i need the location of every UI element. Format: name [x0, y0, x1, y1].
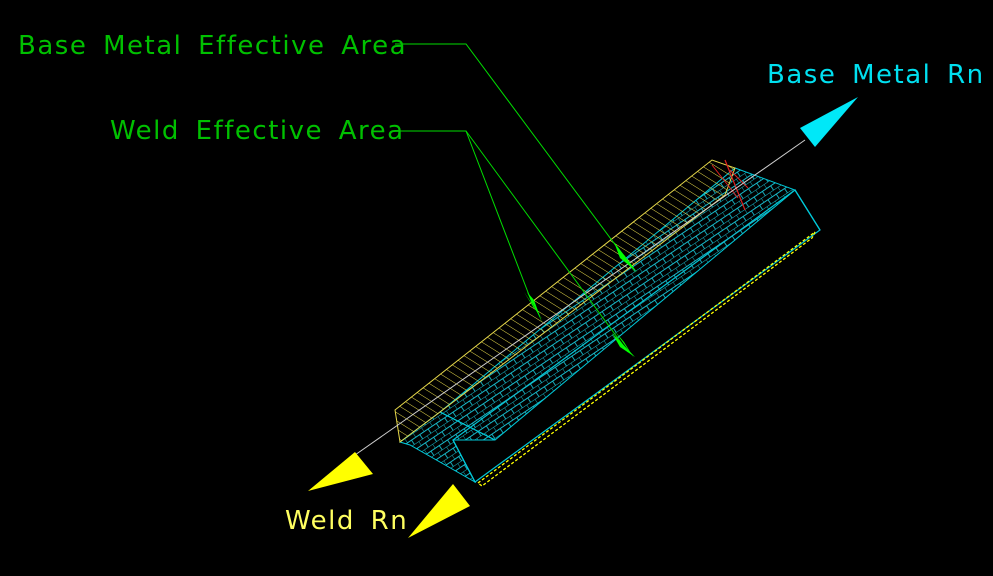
weld-effective-face [394, 159, 736, 443]
force-axis-line [354, 139, 806, 456]
leader-base-metal-area [395, 43, 637, 274]
weld-rn-label: Weld Rn [285, 506, 409, 536]
base-metal-effective-area-label: Base Metal Effective Area [18, 31, 408, 61]
red-edge-accent [711, 159, 749, 211]
base-metal-rn-label: Base Metal Rn [767, 60, 985, 90]
weld-toe [476, 231, 816, 487]
leader-weld-area [395, 130, 635, 358]
weld-effective-area-label: Weld Effective Area [110, 116, 405, 146]
weld-rn-arrow-upper [308, 452, 373, 491]
weld-rn-arrow-lower [408, 484, 470, 538]
base-metal-rn-arrow [800, 97, 858, 147]
base-metal-effective-face [439, 167, 796, 441]
